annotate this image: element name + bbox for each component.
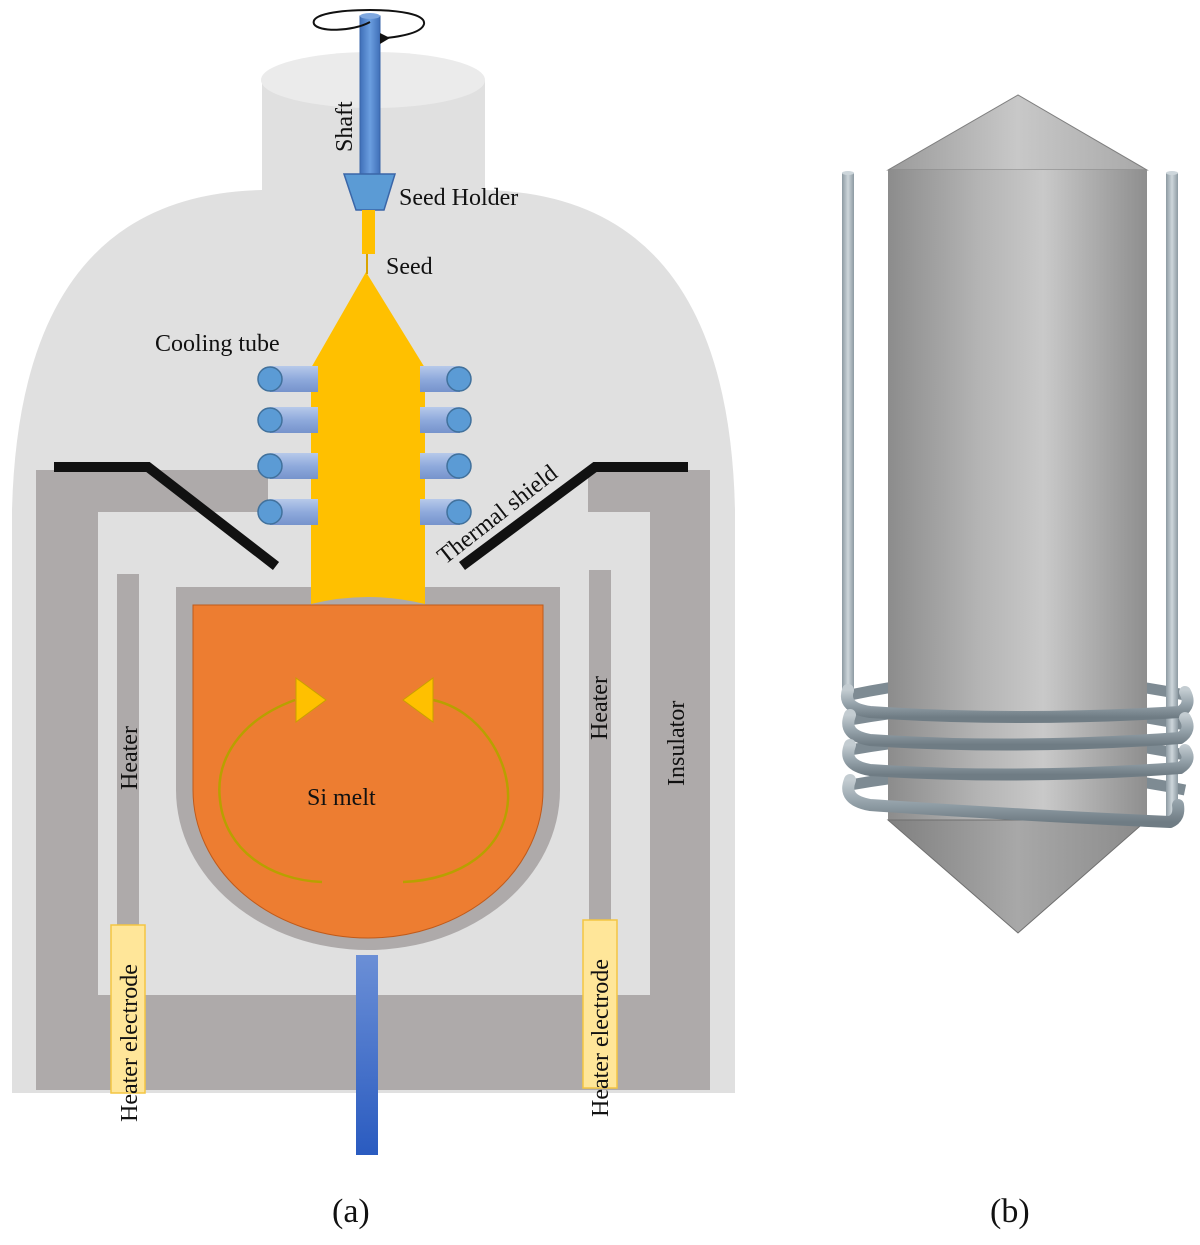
insulator-right-top [588,470,710,512]
label-heater-electrode-right: Heater electrode [588,959,614,1117]
heater-left [117,574,139,994]
label-insulator: Insulator [664,701,690,786]
heater-electrode-right [582,919,618,1089]
insulator-right-wall [650,470,710,1090]
rod-left-top [842,171,854,175]
coil-loop-3 [842,739,1194,781]
label-seed: Seed [386,254,433,280]
coil-loop-2 [842,709,1194,751]
caption-a: (a) [332,1193,370,1230]
label-heater-electrode-left: Heater electrode [117,964,143,1122]
flow-curve-right [402,698,510,884]
label-seed-holder: Seed Holder [399,185,518,211]
label-heater-left: Heater [117,726,143,790]
flow-arrowhead-left [295,677,327,723]
rod-left [842,173,854,693]
rotation-arrow-icon [312,8,425,39]
thermal-shield-left [54,462,280,570]
si-melt [192,604,544,939]
panel-b: (b) [841,94,1194,1230]
seed-holder [342,173,397,211]
heater-electrode-left [110,924,146,1094]
caption-b: (b) [990,1193,1030,1230]
crystal [311,272,425,604]
insulator-left-top [36,470,268,512]
cooling-tube-right-1 [420,366,472,392]
insulator-left-wall [36,470,98,1090]
cooling-tube-right-3 [420,453,472,479]
shaft-top [360,13,380,19]
thermal-shield-right [459,462,688,571]
label-cooling-tube: Cooling tube [155,331,280,357]
rod-right-top [1166,171,1178,175]
cooling-tube-right-2 [420,407,472,433]
seed [362,210,375,254]
flow-arrowhead-right [402,677,434,723]
cooling-tube-left-3 [257,453,318,479]
ingot-bottom-cone [886,819,1149,934]
rod-right [1166,173,1178,823]
label-si-melt: Si melt [307,785,376,811]
cooling-tube-left-2 [257,407,318,433]
bottom-shaft [356,955,378,1155]
melt-flow-arrows [218,698,510,884]
rotation-arrowhead-icon [380,33,390,44]
cooling-tubes [257,366,472,525]
shaft [359,15,381,179]
flow-curve-left [218,698,323,884]
cooling-tube-left-4 [257,499,318,525]
heater-right [589,570,611,995]
coil-loop-1 [841,684,1194,723]
label-shaft: Shaft [332,101,358,152]
cooling-tube-left-1 [257,366,318,392]
label-heater-right: Heater [587,676,613,740]
panel-a: Shaft Seed Holder Seed Cooling tube Ther… [12,8,735,1230]
coil-loop-4 [842,774,1185,829]
ingot-top-cone [886,94,1149,171]
cooling-tube-right-4 [420,499,472,525]
coil-front [841,684,1194,829]
